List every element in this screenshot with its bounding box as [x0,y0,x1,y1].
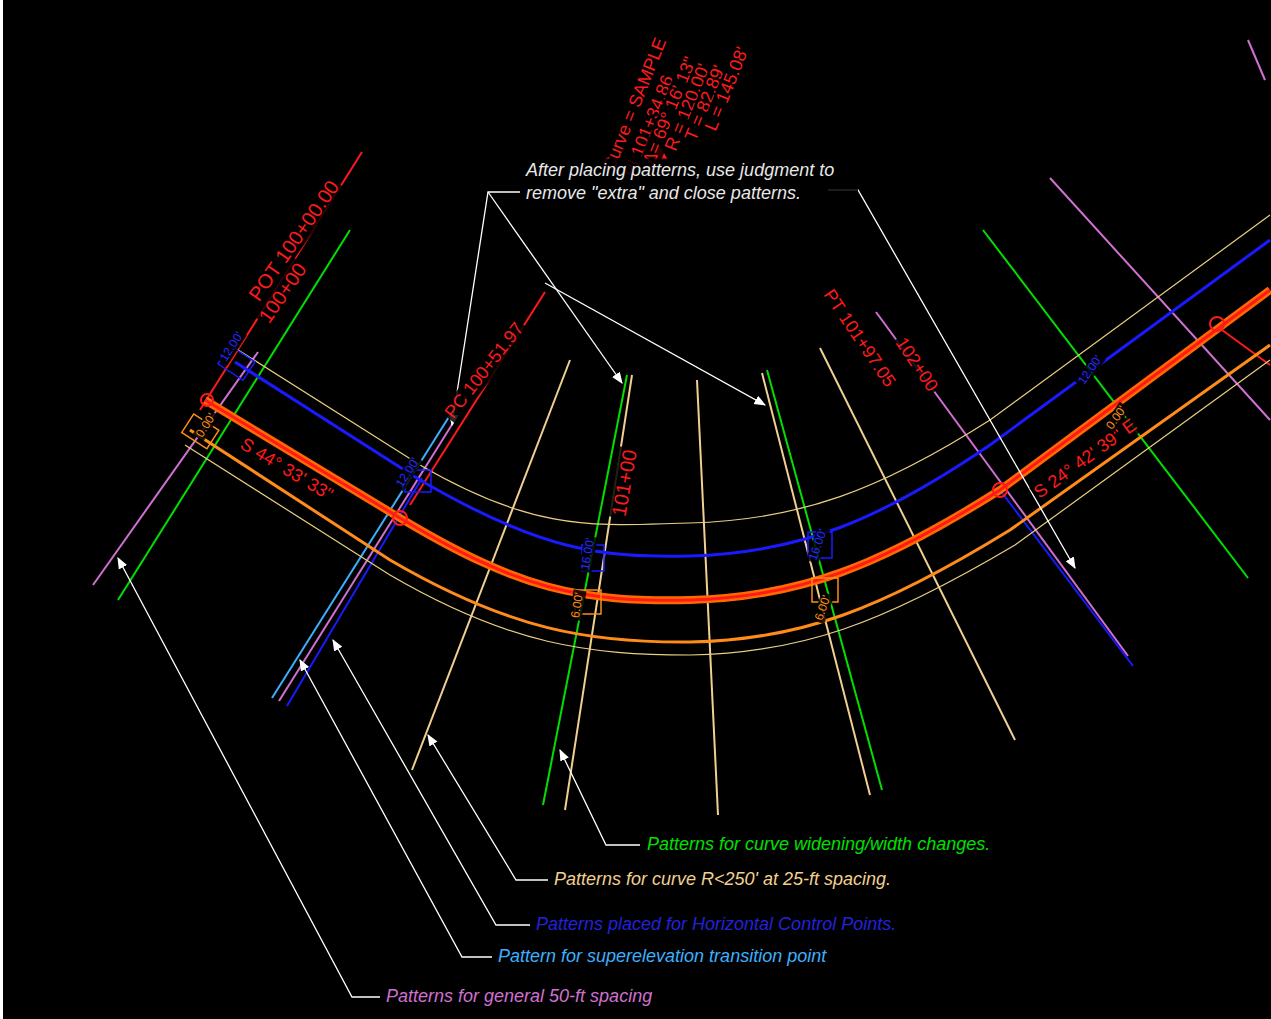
callout-note: After placing patterns, use judgment to … [524,159,858,204]
station-label: 101+00 [607,446,641,520]
callout-note: Pattern for superelevation transition po… [496,947,828,967]
width-label: 0.00' [192,410,219,442]
width-label: 16.00' [579,535,598,573]
callout-note: Patterns for curve widening/width change… [645,835,992,855]
station-label: PT 101+97.05 [818,284,900,392]
callout-note: Patterns placed for Horizontal Control P… [534,915,898,935]
width-label: 12.00' [392,454,423,492]
callout-note: Patterns for general 50-ft spacing [384,987,654,1007]
callout-note: Patterns for curve R<250' at 25-ft spaci… [552,870,893,890]
width-label: 6.00' [569,590,587,621]
station-label: 102+00 [890,332,943,397]
station-label: PC 100+51.97 [440,318,529,424]
